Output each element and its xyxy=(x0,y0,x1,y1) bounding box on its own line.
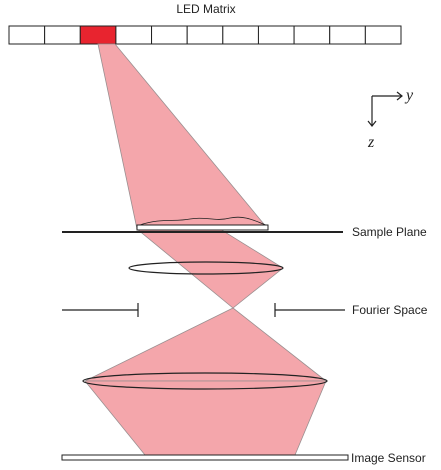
objective-lens xyxy=(128,261,284,275)
tube-lens xyxy=(82,372,328,390)
led-cell xyxy=(44,25,81,45)
y-axis-label: y xyxy=(404,87,414,104)
fourier-space-label: Fourier Space xyxy=(352,303,428,317)
led-matrix-title: LED Matrix xyxy=(176,2,235,16)
led-cell xyxy=(364,25,402,45)
sample-slide xyxy=(136,224,269,231)
image-sensor xyxy=(61,454,349,461)
illumination-cone xyxy=(97,43,269,230)
tube-lens-beam xyxy=(84,307,328,382)
led-cell xyxy=(115,25,153,45)
objective-beam xyxy=(135,228,284,309)
led-cell-active xyxy=(79,25,117,45)
led-cell xyxy=(222,25,259,45)
coordinate-axes: y z xyxy=(367,87,414,151)
sample-specimen xyxy=(139,216,267,226)
image-sensor-label: Image Sensor xyxy=(351,451,426,465)
led-cell xyxy=(151,25,188,45)
sample-plane-label: Sample Plane xyxy=(352,225,427,239)
sensor-beam xyxy=(84,380,327,456)
led-cell xyxy=(293,25,331,45)
led-cell xyxy=(329,25,366,45)
led-cell xyxy=(8,25,46,45)
led-cell xyxy=(257,25,295,45)
led-matrix xyxy=(8,25,402,45)
led-cell xyxy=(186,25,224,45)
z-axis-label: z xyxy=(367,134,375,151)
